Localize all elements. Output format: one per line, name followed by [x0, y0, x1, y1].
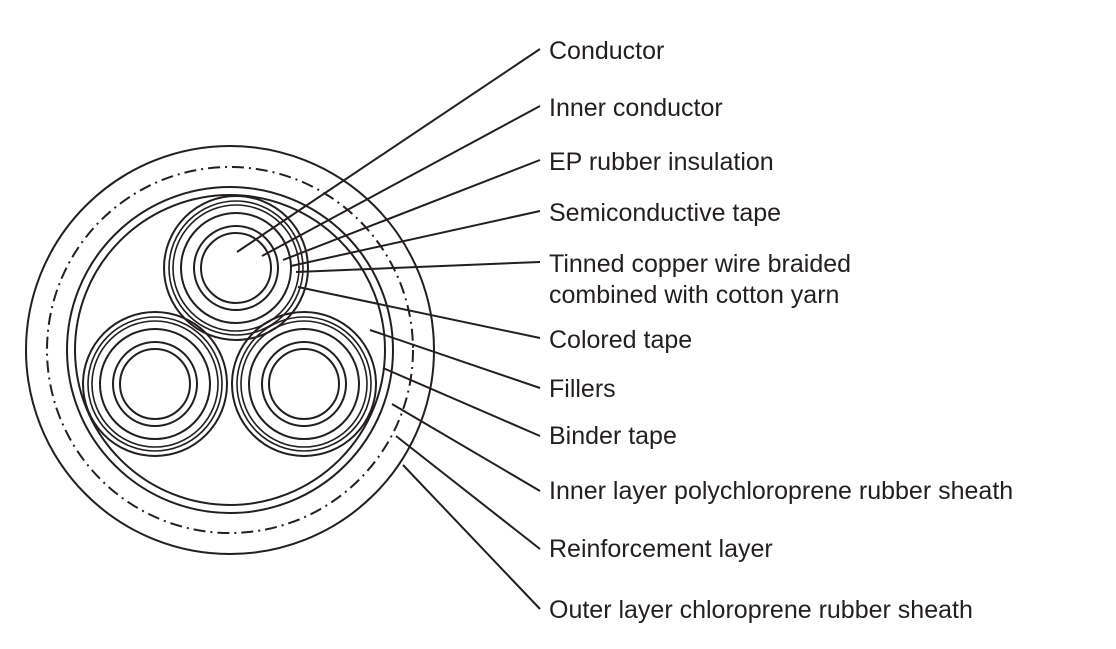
label-conductor: Conductor	[549, 37, 664, 65]
leader-binder-tape	[382, 367, 541, 437]
leader-semiconductive	[290, 210, 541, 267]
label-colored-tape: Colored tape	[549, 326, 692, 354]
leader-colored-tape	[297, 286, 541, 339]
label-inner-sheath: Inner layer polychloroprene rubber sheat…	[549, 477, 1013, 505]
label-reinforcement-layer: Reinforcement layer	[549, 535, 773, 563]
label-fillers: Fillers	[549, 375, 616, 403]
core-bottom-right	[231, 311, 377, 457]
outer-sheath-circle	[25, 145, 435, 555]
leader-fillers	[369, 329, 541, 389]
leader-ep-rubber	[282, 159, 541, 261]
leader-tinned-copper	[295, 261, 541, 273]
core-bottom-left	[82, 311, 228, 457]
label-inner-conductor: Inner conductor	[549, 94, 723, 122]
leader-conductor	[236, 48, 541, 253]
label-ep-rubber-insulation: EP rubber insulation	[549, 148, 774, 176]
leader-outer-sheath	[402, 464, 541, 610]
binder-tape-circle	[74, 194, 386, 506]
leader-inner-conductor	[261, 105, 541, 257]
label-tinned-copper-line1: Tinned copper wire braided	[549, 250, 851, 278]
inner-sheath-circle	[66, 186, 394, 514]
label-outer-sheath: Outer layer chloroprene rubber sheath	[549, 596, 973, 624]
leader-reinforcement	[395, 435, 541, 550]
core-top	[163, 195, 309, 341]
label-tinned-copper-line2: combined with cotton yarn	[549, 281, 839, 309]
label-semiconductive-tape: Semiconductive tape	[549, 199, 781, 227]
reinforcement-layer-circle	[46, 166, 414, 534]
leader-inner-sheath	[391, 403, 541, 492]
label-binder-tape: Binder tape	[549, 422, 677, 450]
